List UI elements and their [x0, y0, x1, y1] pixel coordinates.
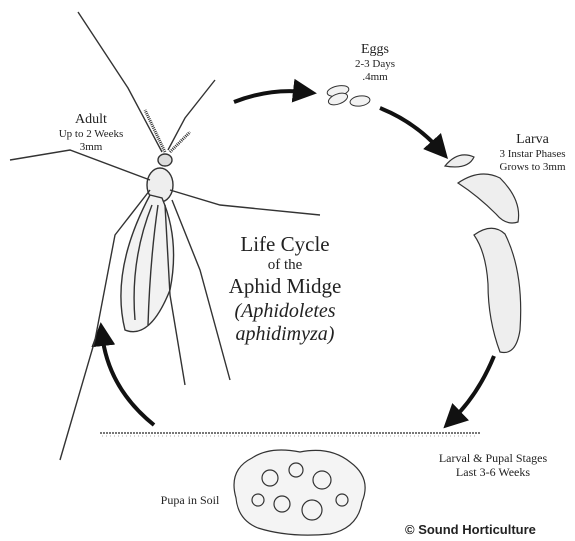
eggs-name: Eggs — [340, 42, 410, 58]
pupa-name: Pupa in Soil — [140, 494, 240, 508]
larva-illustration — [445, 155, 521, 353]
eggs-illustration — [326, 84, 370, 108]
larva-name: Larva — [490, 132, 575, 148]
title-line2: of the — [200, 256, 370, 274]
title-line1: Life Cycle — [200, 232, 370, 256]
larva-label: Larva 3 Instar Phases Grows to 3mm — [490, 132, 575, 173]
arrow-eggs-to-larva — [380, 108, 440, 150]
title-line3: Aphid Midge — [200, 274, 370, 298]
larval-pupal-line2: Last 3-6 Weeks — [418, 466, 568, 480]
copyright-notice: © Sound Horticulture — [405, 522, 536, 537]
eggs-size: .4mm — [340, 71, 410, 84]
eggs-label: Eggs 2-3 Days .4mm — [340, 42, 410, 83]
larva-detail2: Grows to 3mm — [490, 161, 575, 174]
adult-name: Adult — [46, 112, 136, 128]
arrow-larva-to-soil — [452, 356, 494, 420]
pupa-label: Pupa in Soil — [140, 494, 240, 508]
adult-label: Adult Up to 2 Weeks 3mm — [46, 112, 136, 153]
title-latin: (Aphidoletes aphidimyza) — [200, 300, 370, 346]
arrow-adult-to-eggs — [234, 91, 305, 102]
arrow-pupa-to-adult — [102, 334, 154, 425]
adult-size: 3mm — [46, 141, 136, 154]
adult-duration: Up to 2 Weeks — [46, 128, 136, 141]
pupa-soil-illustration — [234, 450, 365, 535]
diagram-title: Life Cycle of the Aphid Midge (Aphidolet… — [200, 232, 370, 346]
larval-pupal-label: Larval & Pupal Stages Last 3-6 Weeks — [418, 452, 568, 480]
larva-detail1: 3 Instar Phases — [490, 148, 575, 161]
eggs-duration: 2-3 Days — [340, 58, 410, 71]
larval-pupal-line1: Larval & Pupal Stages — [418, 452, 568, 466]
